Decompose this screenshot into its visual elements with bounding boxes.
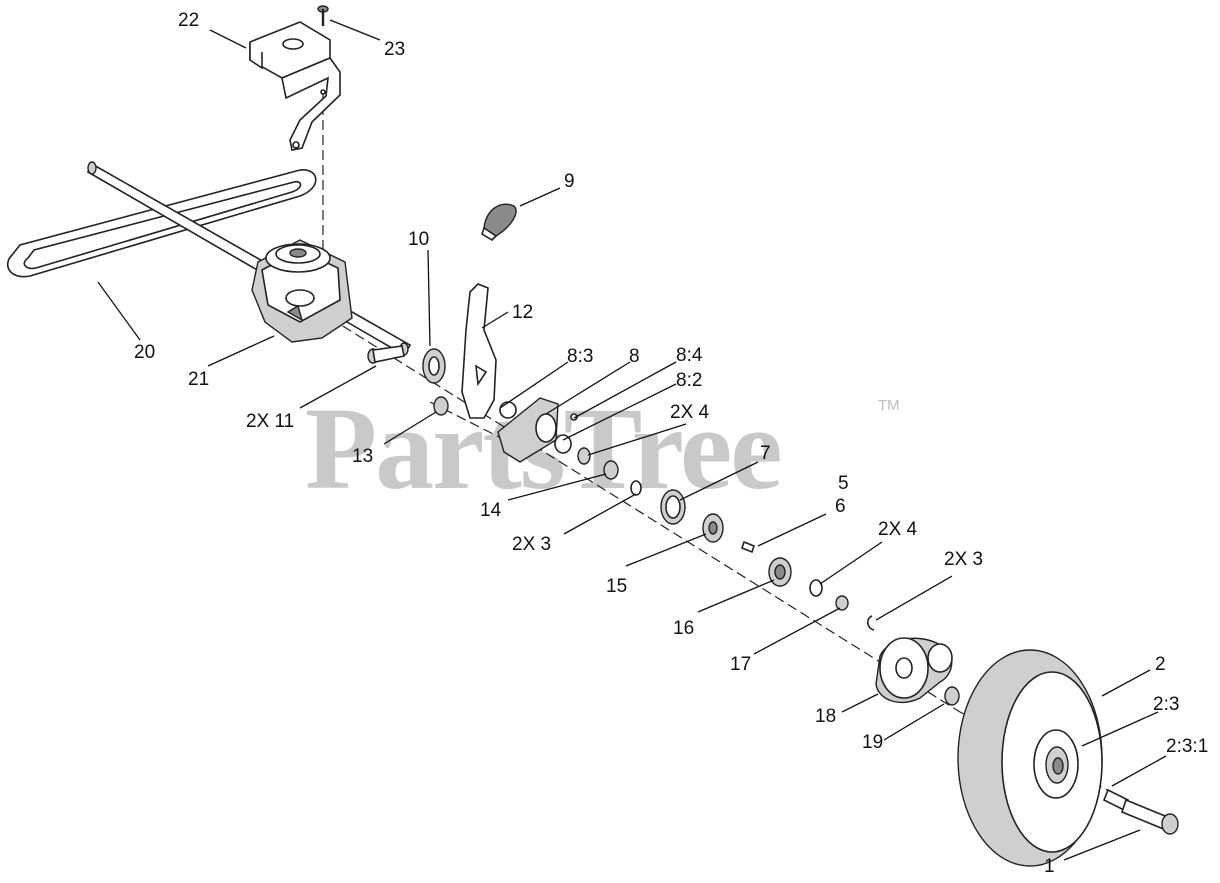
callout-2: 2 [1155, 654, 1166, 675]
callout-1: 1 [1044, 856, 1055, 877]
callout-6: 6 [835, 496, 846, 517]
bolt-part-11 [367, 345, 405, 364]
callout-8-3: 8:3 [567, 346, 593, 367]
washer-part-4b [809, 579, 823, 597]
callout-20: 20 [134, 342, 155, 363]
wheel-part-2 [957, 649, 1103, 867]
callout-2-3-1: 2:3:1 [1166, 736, 1208, 757]
washer-part-19 [944, 686, 960, 706]
watermark-trademark: TM [878, 397, 900, 414]
callout-2x-3-b: 2X 3 [944, 549, 983, 570]
callout-8-4: 8:4 [676, 345, 703, 366]
screw-part-23 [317, 5, 329, 26]
gear-part-15 [702, 513, 724, 543]
gear-case-part-18 [875, 637, 953, 703]
callout-8-2: 8:2 [676, 370, 702, 391]
callout-23: 23 [384, 39, 405, 60]
key-part-6 [741, 540, 755, 554]
callout-8: 8 [629, 346, 640, 367]
transmission-part-21 [251, 239, 353, 343]
callout-7: 7 [760, 443, 771, 464]
leader-lines [97, 19, 1167, 861]
callout-10: 10 [408, 229, 429, 250]
callout-12: 12 [512, 302, 533, 323]
callout-2x-4-b: 2X 4 [878, 519, 918, 540]
washer-part-10 [422, 348, 446, 384]
callout-labels: 22 23 9 10 12 20 21 8:3 8 8:4 8:2 2X 11 … [134, 10, 1208, 877]
callout-19: 19 [862, 732, 883, 753]
callout-15: 15 [606, 576, 627, 597]
bearing-part-7 [660, 489, 686, 525]
washer-part-14 [603, 460, 619, 480]
callout-18: 18 [815, 706, 836, 727]
callout-17: 17 [730, 654, 751, 675]
callout-5: 5 [838, 473, 849, 494]
callout-2-3: 2:3 [1153, 694, 1179, 715]
washer-part-4a [577, 447, 591, 465]
clip-part-3a [630, 480, 642, 496]
bushing-part-17 [835, 595, 849, 611]
callout-2x-11: 2X 11 [246, 411, 294, 432]
spacer-part-13 [433, 396, 449, 416]
callout-13: 13 [352, 446, 373, 467]
callout-22: 22 [178, 10, 199, 31]
bolt-part-1 [1121, 798, 1179, 835]
callout-14: 14 [480, 500, 502, 521]
callout-21: 21 [188, 369, 209, 390]
callout-9: 9 [564, 171, 575, 192]
knob-part-9 [481, 203, 517, 242]
callout-2x-3-a: 2X 3 [512, 534, 551, 555]
bracket-part-22 [249, 21, 341, 151]
callout-2x-4-a: 2X 4 [670, 402, 710, 423]
pinion-part-16 [768, 557, 792, 587]
lever-part-12 [461, 283, 497, 419]
belt-part-20 [6, 169, 317, 278]
clip-part-3b [866, 615, 875, 631]
callout-16: 16 [673, 618, 694, 639]
